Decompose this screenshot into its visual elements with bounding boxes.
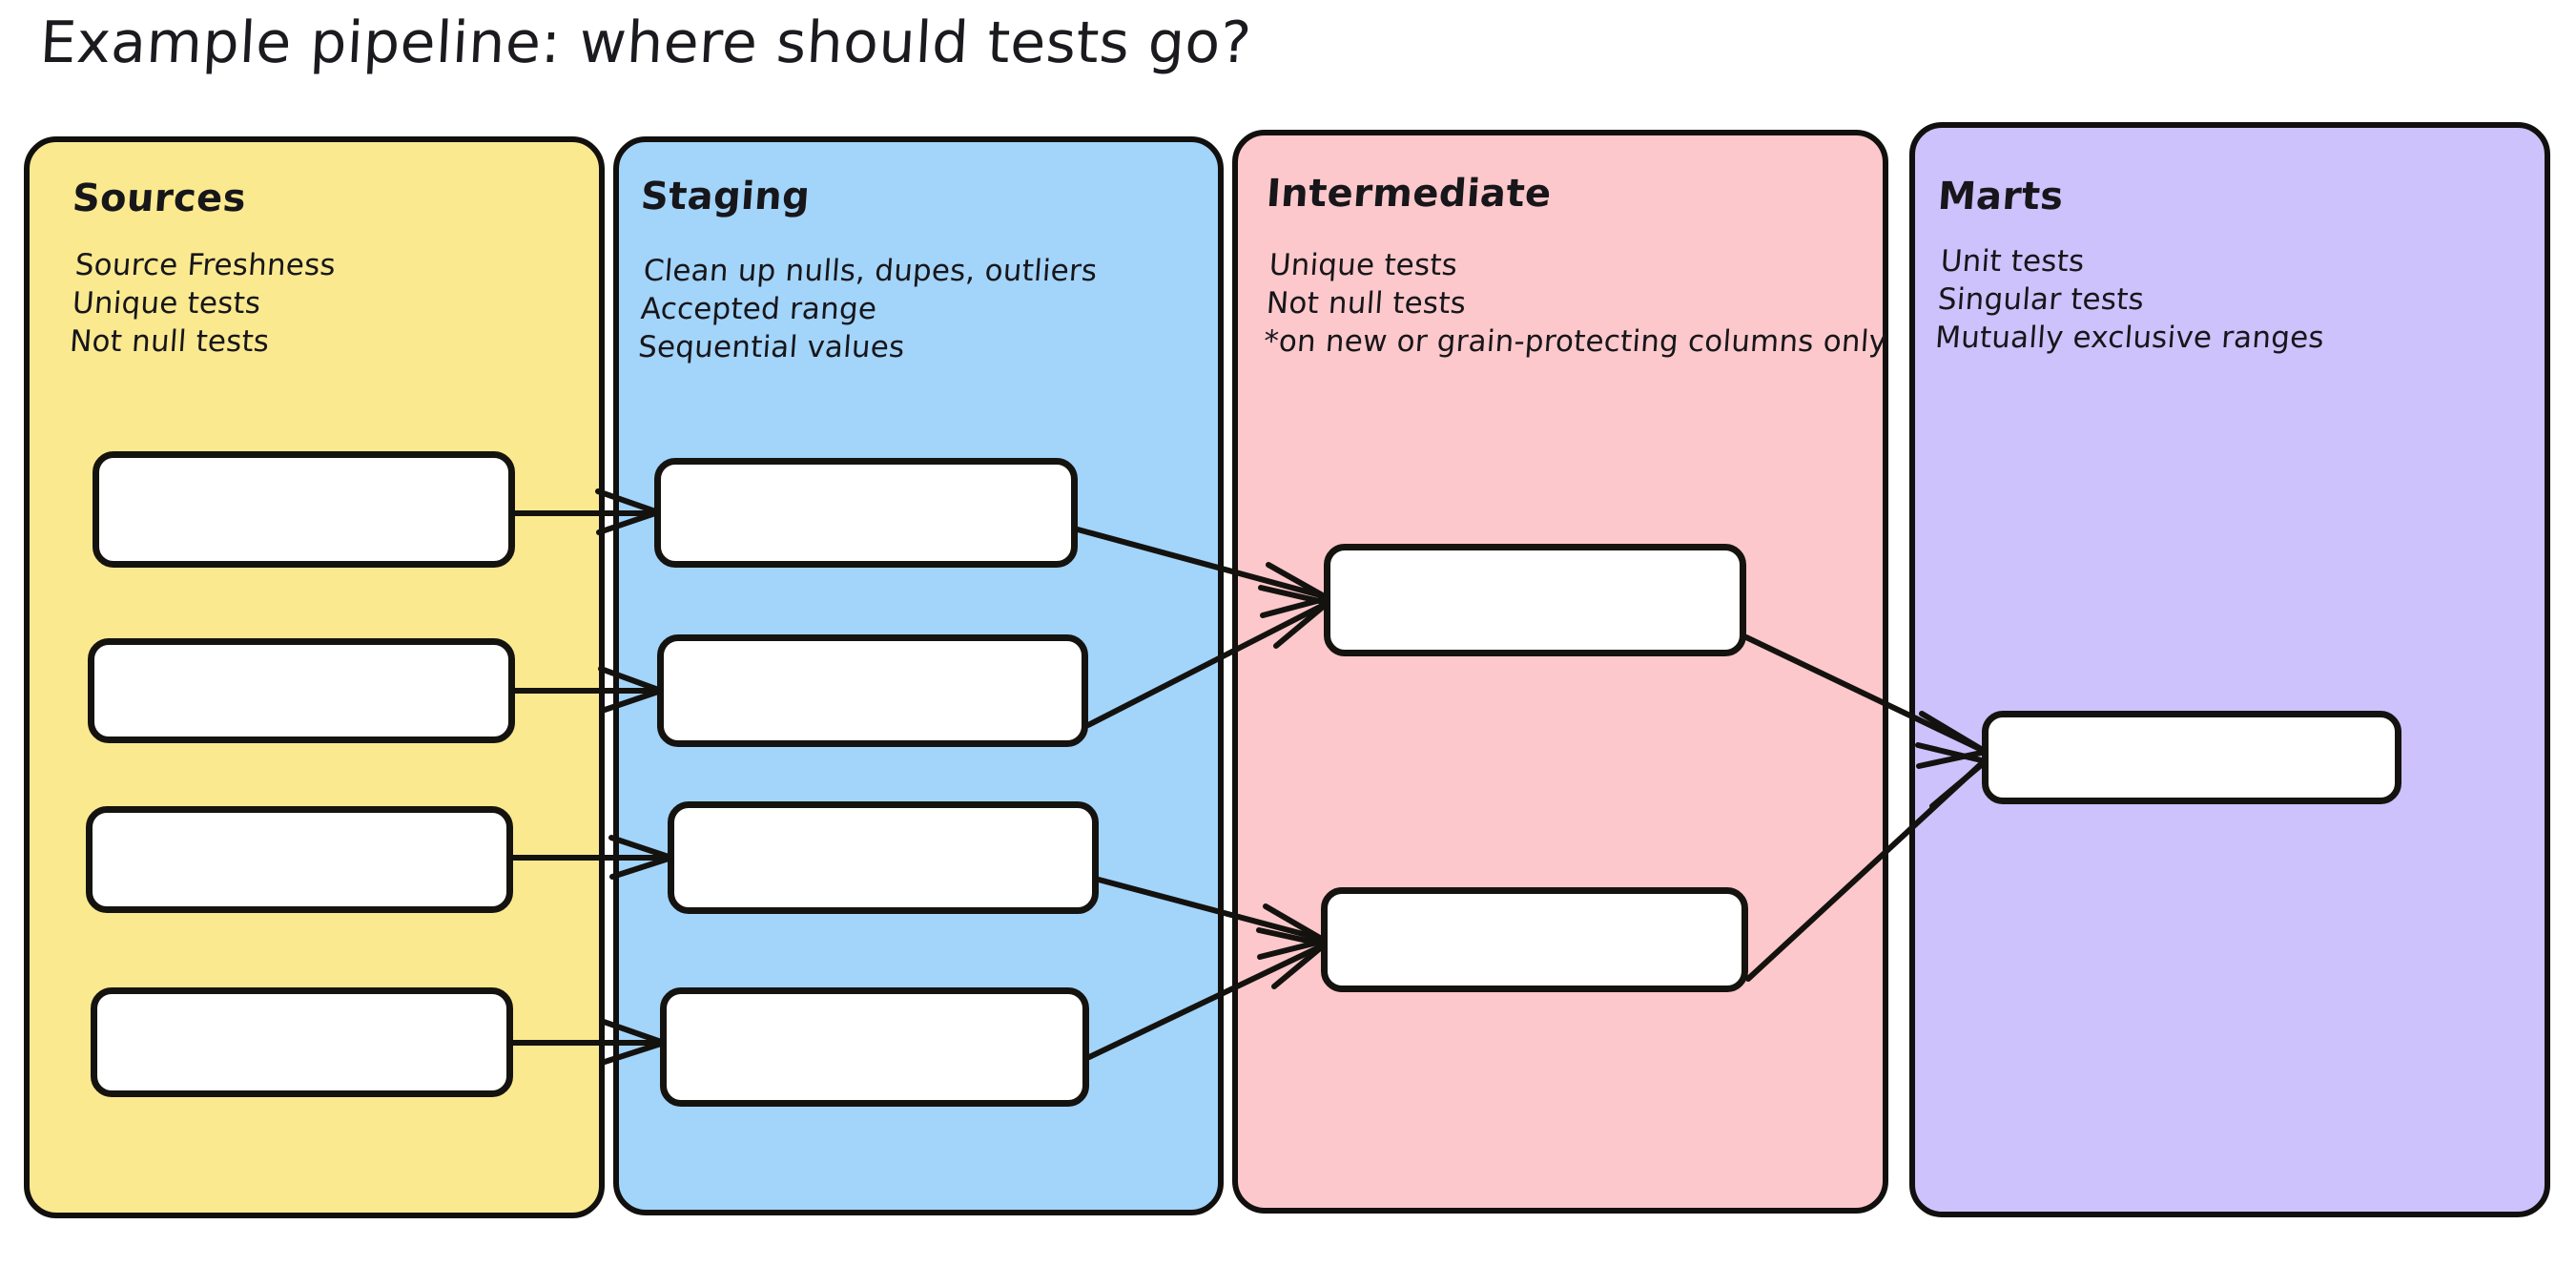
- lane-note: Accepted range: [639, 292, 878, 326]
- sources-node-4[interactable]: [91, 987, 513, 1097]
- lane-note: Unit tests: [1939, 244, 2086, 279]
- page-title: Example pipeline: where should tests go?: [38, 10, 1253, 76]
- lane-note: Unique tests: [1267, 248, 1459, 282]
- intermediate-node-1[interactable]: [1324, 544, 1746, 656]
- sources-node-1[interactable]: [93, 451, 515, 568]
- lane-title-sources: Sources: [71, 176, 248, 220]
- staging-node-1[interactable]: [654, 458, 1078, 568]
- lane-title-marts: Marts: [1936, 175, 2066, 218]
- lane-title-intermediate: Intermediate: [1265, 172, 1554, 216]
- lane-note: Singular tests: [1936, 282, 2146, 317]
- lane-note: Clean up nulls, dupes, outliers: [642, 254, 1099, 288]
- lane-note: Mutually exclusive ranges: [1933, 321, 2326, 355]
- lane-title-staging: Staging: [639, 175, 812, 218]
- intermediate-node-2[interactable]: [1321, 887, 1748, 992]
- lane-notes-sources: Source Freshness Unique tests Not null t…: [69, 246, 337, 361]
- lane-marts[interactable]: [1909, 122, 2550, 1217]
- lane-note: *on new or grain-protecting columns only: [1262, 324, 1888, 359]
- lane-note: Sequential values: [636, 330, 906, 364]
- staging-node-2[interactable]: [657, 634, 1088, 747]
- lane-note: Unique tests: [71, 286, 262, 321]
- lane-notes-marts: Unit tests Singular tests Mutually exclu…: [1934, 242, 2331, 357]
- staging-node-3[interactable]: [668, 801, 1099, 914]
- lane-note: Not null tests: [68, 324, 271, 359]
- lane-notes-intermediate: Unique tests Not null tests *on new or g…: [1263, 246, 1893, 361]
- marts-node-1[interactable]: [1982, 711, 2401, 804]
- sources-node-2[interactable]: [88, 638, 515, 743]
- lane-notes-staging: Clean up nulls, dupes, outliers Accepted…: [637, 252, 1099, 366]
- lane-note: Not null tests: [1265, 286, 1468, 321]
- lane-note: Source Freshness: [73, 248, 338, 282]
- staging-node-4[interactable]: [660, 987, 1089, 1107]
- sources-node-3[interactable]: [86, 806, 513, 913]
